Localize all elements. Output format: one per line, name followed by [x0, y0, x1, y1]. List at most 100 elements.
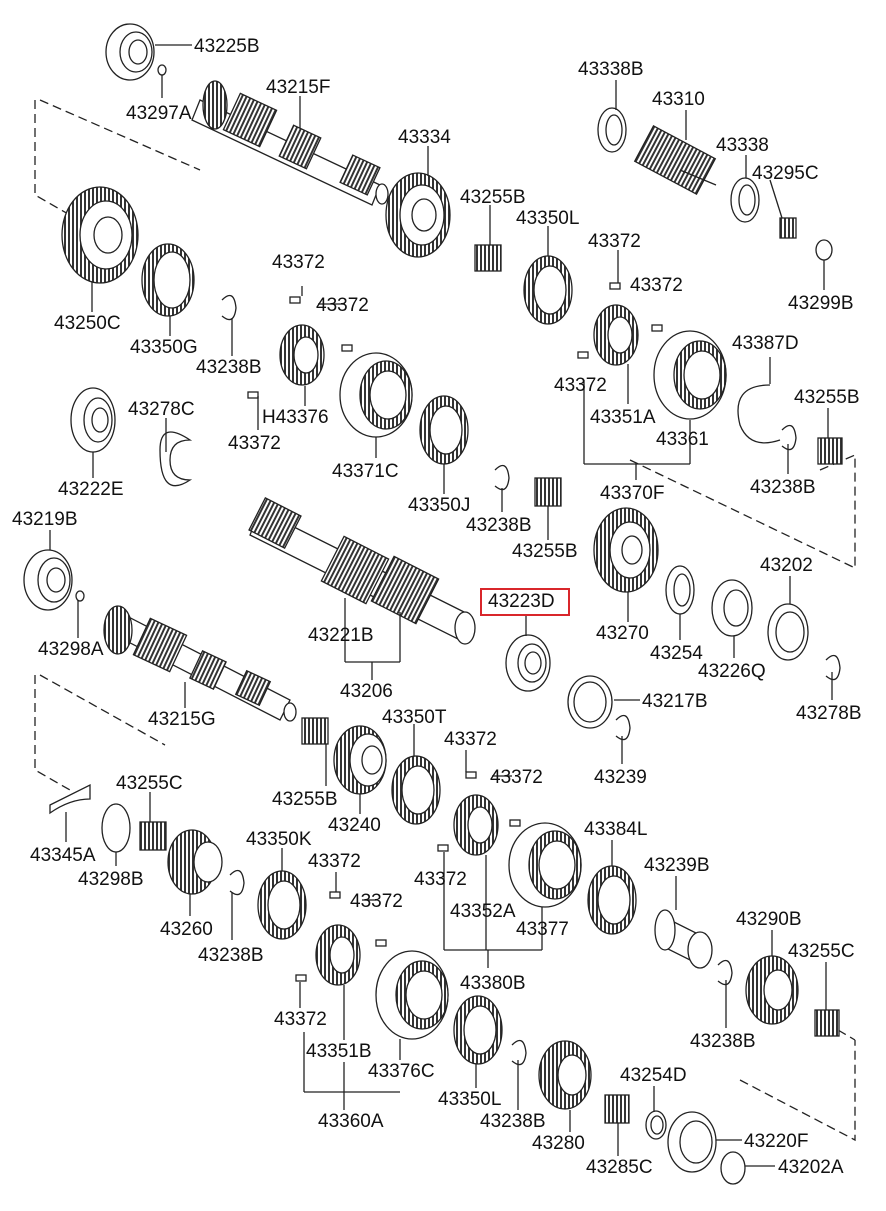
label-43372-l[interactable]: 43372	[274, 1009, 327, 1030]
label-43215G[interactable]: 43215G	[148, 709, 216, 730]
label-43238B-e[interactable]: 43238B	[690, 1031, 756, 1052]
label-43338B[interactable]: 43338B	[578, 59, 644, 80]
label-43372-c[interactable]: 43372	[272, 252, 325, 273]
sleeve-43377	[508, 822, 582, 908]
label-43384L[interactable]: 43384L	[584, 819, 648, 840]
clip-43278B	[825, 654, 841, 681]
label-43372-f[interactable]: 43372	[554, 375, 607, 396]
label-43206[interactable]: 43206	[340, 681, 393, 702]
label-43372-j[interactable]: 43372	[414, 869, 467, 890]
label-43219B[interactable]: 43219B	[12, 509, 78, 530]
label-43350G[interactable]: 43350G	[130, 337, 198, 358]
label-43380B[interactable]: 43380B	[460, 973, 526, 994]
label-43270[interactable]: 43270	[596, 623, 649, 644]
label-43387D[interactable]: 43387D	[732, 333, 799, 354]
label-43238B-c[interactable]: 43238B	[750, 477, 816, 498]
gear-43240	[333, 725, 387, 795]
label-43255B-d[interactable]: 43255B	[272, 789, 338, 810]
label-43360A[interactable]: 43360A	[318, 1111, 384, 1132]
label-43255B-c[interactable]: 43255B	[794, 387, 860, 408]
bearing-43255B	[474, 244, 502, 272]
label-43278B[interactable]: 43278B	[796, 703, 862, 724]
label-43350K[interactable]: 43350K	[246, 829, 312, 850]
label-43278C[interactable]: 43278C	[128, 399, 195, 420]
clip-43238B	[221, 294, 237, 321]
label-43372-e[interactable]: 43372	[228, 433, 281, 454]
ring-43202A	[720, 1151, 746, 1185]
label-43352A[interactable]: 43352A	[450, 901, 516, 922]
label-43220F[interactable]: 43220F	[744, 1131, 809, 1152]
label-43255C-b[interactable]: 43255C	[788, 941, 855, 962]
label-43370F[interactable]: 43370F	[600, 483, 665, 504]
label-43372-i[interactable]: 43372	[308, 851, 361, 872]
label-43361[interactable]: 43361	[656, 429, 709, 450]
bearing-43285C	[604, 1094, 630, 1124]
label-43255B-a[interactable]: 43255B	[460, 187, 526, 208]
label-43350T[interactable]: 43350T	[382, 707, 447, 728]
label-43338[interactable]: 43338	[716, 135, 769, 156]
ring-43254	[665, 565, 695, 615]
label-43310[interactable]: 43310	[652, 89, 705, 110]
label-43298B[interactable]: 43298B	[78, 869, 144, 890]
label-43226Q[interactable]: 43226Q	[698, 661, 766, 682]
label-43223D[interactable]: 43223D	[488, 591, 555, 612]
label-43285C[interactable]: 43285C	[586, 1157, 653, 1178]
key-43372-group	[247, 282, 663, 982]
guide-lines	[34, 99, 856, 1142]
ring-43384L	[587, 865, 637, 935]
label-43202A[interactable]: 43202A	[778, 1157, 844, 1178]
label-43221B[interactable]: 43221B	[308, 625, 374, 646]
label-43225B[interactable]: 43225B	[194, 36, 260, 57]
label-H43376[interactable]: H43376	[262, 407, 329, 428]
label-43280[interactable]: 43280	[532, 1133, 585, 1154]
label-43334[interactable]: 43334	[398, 127, 451, 148]
highlight-box-43223D[interactable]	[480, 588, 570, 616]
label-43215F[interactable]: 43215F	[266, 77, 331, 98]
label-43238B-d[interactable]: 43238B	[198, 945, 264, 966]
ring-43350J	[419, 395, 469, 465]
label-43260[interactable]: 43260	[160, 919, 213, 940]
gear-43270	[593, 507, 659, 593]
ring-43338B	[597, 107, 627, 153]
label-43290B[interactable]: 43290B	[736, 909, 802, 930]
label-43238B-b[interactable]: 43238B	[466, 515, 532, 536]
label-43250C[interactable]: 43250C	[54, 313, 121, 334]
label-43295C[interactable]: 43295C	[752, 163, 819, 184]
label-43372-k[interactable]: 43372	[350, 891, 403, 912]
label-43202[interactable]: 43202	[760, 555, 813, 576]
label-43350L-b[interactable]: 43350L	[438, 1089, 502, 1110]
label-43345A[interactable]: 43345A	[30, 845, 96, 866]
label-43217B[interactable]: 43217B	[642, 691, 708, 712]
label-43238B-f[interactable]: 43238B	[480, 1111, 546, 1132]
ring-43254D	[645, 1110, 667, 1140]
label-43372-d[interactable]: 43372	[316, 295, 369, 316]
label-43255C-a[interactable]: 43255C	[116, 773, 183, 794]
label-43239[interactable]: 43239	[594, 767, 647, 788]
bearing-43255B-m	[534, 477, 562, 507]
label-43254[interactable]: 43254	[650, 643, 703, 664]
label-43376C[interactable]: 43376C	[368, 1061, 435, 1082]
label-43238B-a[interactable]: 43238B	[196, 357, 262, 378]
clip-43345A	[49, 783, 91, 815]
label-43372-a[interactable]: 43372	[588, 231, 641, 252]
label-43297A[interactable]: 43297A	[126, 103, 192, 124]
label-43255B-b[interactable]: 43255B	[512, 541, 578, 562]
label-43350L-a[interactable]: 43350L	[516, 208, 580, 229]
ring-43350K	[257, 870, 307, 940]
label-43372-h[interactable]: 43372	[490, 767, 543, 788]
label-43240[interactable]: 43240	[328, 815, 381, 836]
clip-43238B-l	[229, 869, 245, 896]
label-43350J[interactable]: 43350J	[408, 495, 471, 516]
clip-43238B-m	[494, 464, 510, 491]
label-43254D[interactable]: 43254D	[620, 1065, 687, 1086]
label-43239B[interactable]: 43239B	[644, 855, 710, 876]
label-43298A[interactable]: 43298A	[38, 639, 104, 660]
label-43377[interactable]: 43377	[516, 919, 569, 940]
label-43351A[interactable]: 43351A	[590, 407, 656, 428]
label-43372-b[interactable]: 43372	[630, 275, 683, 296]
label-43222E[interactable]: 43222E	[58, 479, 124, 500]
label-43299B[interactable]: 43299B	[788, 293, 854, 314]
label-43351B[interactable]: 43351B	[306, 1041, 372, 1062]
label-43372-g[interactable]: 43372	[444, 729, 497, 750]
label-43371C[interactable]: 43371C	[332, 461, 399, 482]
